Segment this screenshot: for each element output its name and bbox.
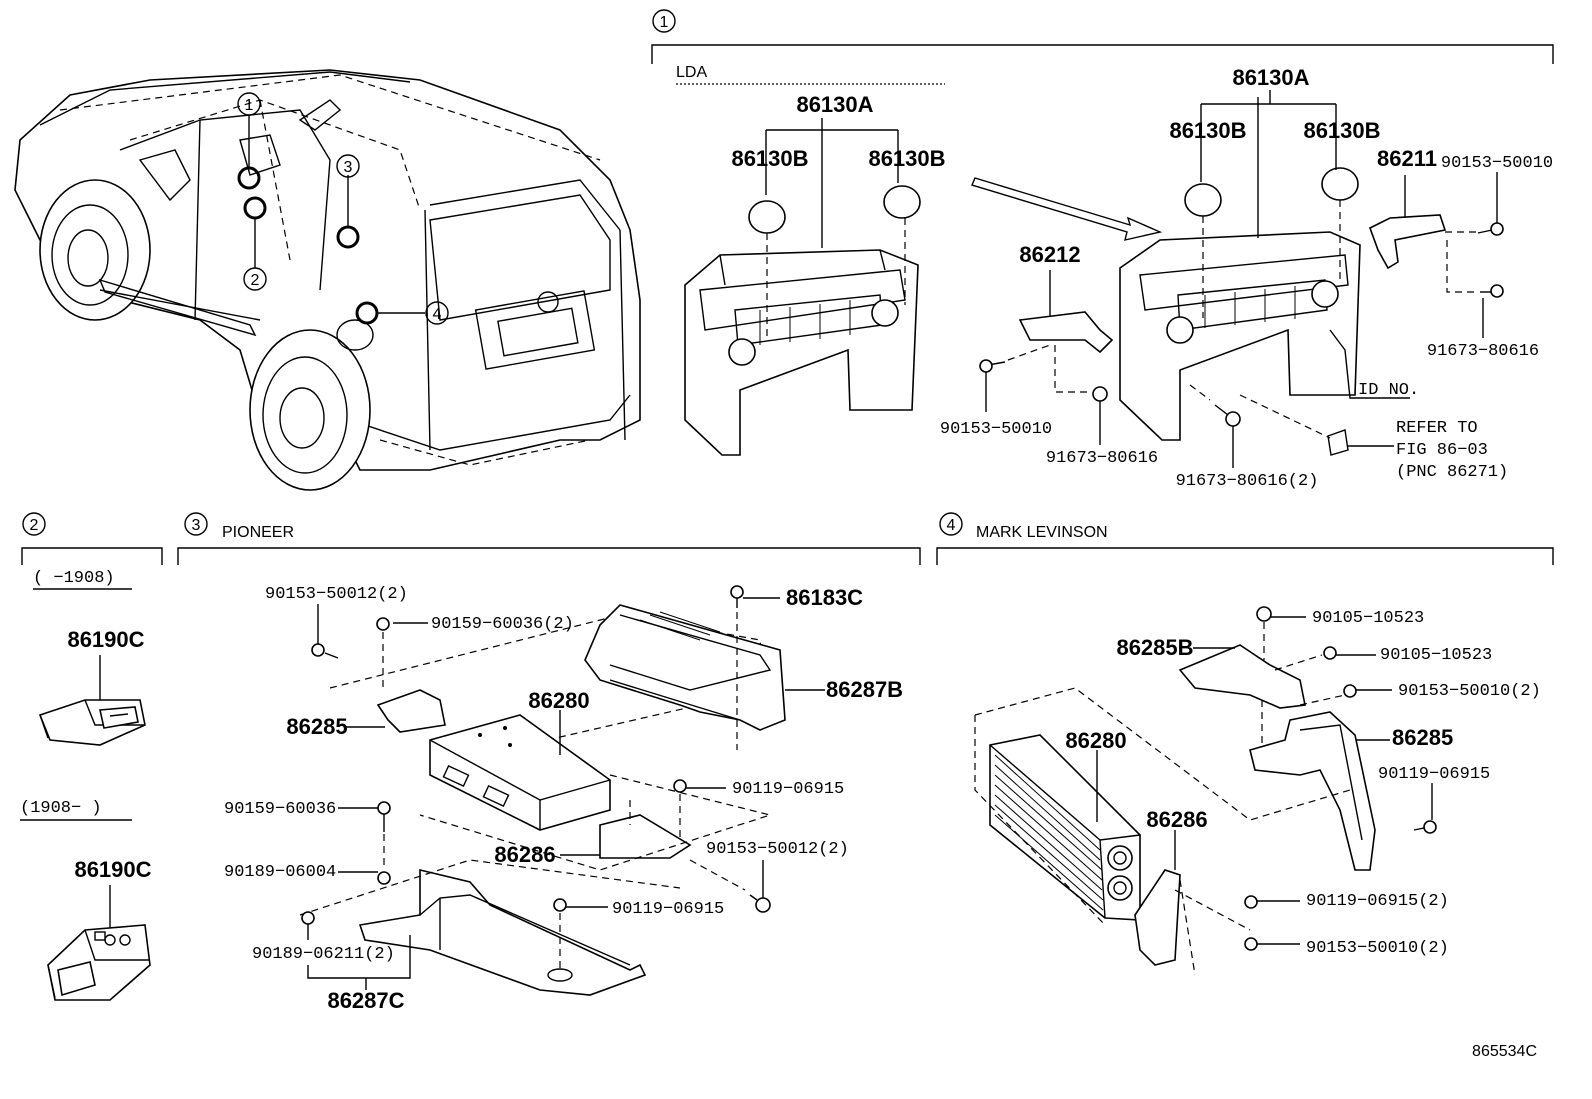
- label-s4-90153-50010-2b: 90153−50010(2): [1306, 939, 1449, 958]
- label-s1-90153-50010-b: 90153−50010: [940, 420, 1052, 439]
- label-s4-90119-06915: 90119−06915: [1378, 765, 1490, 784]
- label-s1-91673-80616-2: 91673−80616(2): [1176, 472, 1319, 491]
- label-s1-left-86130B-a: 86130B: [731, 146, 808, 171]
- section-1-sub: LDA: [676, 64, 707, 81]
- callout-circle-1[interactable]: [237, 92, 261, 116]
- amplifier-86280-pioneer: [429, 714, 611, 831]
- label-s2-86190C-b: 86190C: [74, 857, 151, 882]
- label-s3-90159-60036-2: 90159−60036(2): [431, 615, 574, 634]
- head-unit-lda: [684, 130, 921, 456]
- section-2-range-a: ( −1908): [33, 569, 115, 588]
- vehicle-illustration: [14, 69, 641, 491]
- tray-86287C: [358, 868, 647, 996]
- switch-86190C-early: [38, 699, 146, 746]
- section-4-number: 4: [947, 517, 956, 534]
- callout-4: 4: [433, 306, 442, 323]
- callout-circle-3[interactable]: [336, 154, 360, 178]
- section-4: 4 MARK LEVINSON 90105−10523 86285B 90105…: [936, 512, 1554, 976]
- label-s1-91673-80616-b: 91673−80616: [1046, 449, 1158, 468]
- label-s1-refer-2: FIG 86−03: [1396, 441, 1488, 460]
- section-2: 2 ( −1908) 86190C (1908− ) 86190C: [20, 512, 163, 1001]
- label-s1-left-86130A: 86130A: [796, 92, 873, 117]
- label-s3-86287B: 86287B: [826, 677, 903, 702]
- section-1: 1 LDA 86130A 86130B 86130B: [651, 9, 1554, 491]
- amplifier-86280-mark-levinson: [989, 734, 1141, 921]
- label-s4-86285B: 86285B: [1116, 635, 1193, 660]
- section-4-title: MARK LEVINSON: [976, 524, 1108, 541]
- label-s1-91673-80616-a: 91673−80616: [1427, 342, 1539, 361]
- label-s1-id-no: ID NO.: [1358, 381, 1419, 400]
- label-s1-right-86130B-a: 86130B: [1169, 118, 1246, 143]
- label-s3-86183C: 86183C: [786, 585, 863, 610]
- label-s4-86286: 86286: [1146, 807, 1207, 832]
- label-s3-90189-06211-2: 90189−06211(2): [252, 945, 395, 964]
- label-s3-86280: 86280: [528, 688, 589, 713]
- label-s1-right-86130A: 86130A: [1232, 65, 1309, 90]
- section-1-marker: [652, 9, 676, 33]
- label-s1-86212: 86212: [1019, 242, 1080, 267]
- vehicle-callouts: 1 2 3 4: [237, 92, 449, 325]
- label-s3-86287C: 86287C: [327, 988, 404, 1013]
- label-s3-86286: 86286: [494, 842, 555, 867]
- label-s4-90119-06915-2: 90119−06915(2): [1306, 892, 1449, 911]
- label-s3-90189-06004: 90189−06004: [224, 863, 336, 882]
- label-s4-90105-10523-b: 90105−10523: [1380, 646, 1492, 665]
- section-2-range-b: (1908− ): [20, 799, 102, 818]
- label-s1-left-86130B-b: 86130B: [868, 146, 945, 171]
- head-unit-standard: [1119, 97, 1361, 441]
- label-s4-86280: 86280: [1065, 728, 1126, 753]
- label-s1-90153-50010-a: 90153−50010: [1441, 154, 1553, 173]
- label-s1-refer-1: REFER TO: [1396, 419, 1478, 438]
- section-4-marker: [939, 512, 963, 536]
- label-s1-refer-3: (PNC 86271): [1396, 463, 1508, 482]
- label-s3-90159-60036: 90159−60036: [224, 800, 336, 819]
- section-3-marker: [184, 512, 208, 536]
- callout-circle-2[interactable]: [243, 267, 267, 291]
- label-s3-90153-50012-2a: 90153−50012(2): [265, 585, 408, 604]
- section-1-number: 1: [660, 14, 669, 31]
- callout-circle-4[interactable]: [425, 301, 449, 325]
- label-s3-90153-50012-2b: 90153−50012(2): [706, 840, 849, 859]
- section-2-number: 2: [30, 517, 39, 534]
- label-s3-86285: 86285: [286, 714, 347, 739]
- label-s4-90105-10523-a: 90105−10523: [1312, 609, 1424, 628]
- label-s1-86211: 86211: [1377, 146, 1437, 171]
- label-s1-right-86130B-b: 86130B: [1303, 118, 1380, 143]
- label-s4-86285: 86285: [1392, 725, 1453, 750]
- label-s4-90153-50010-2a: 90153−50010(2): [1398, 682, 1541, 701]
- section-3: 3 PIONEER 90153−50012(2) 90159−60036(2) …: [177, 512, 921, 1013]
- section-3-title: PIONEER: [222, 524, 294, 541]
- figure-id: 865534C: [1472, 1043, 1537, 1060]
- label-s3-90119-06915-b: 90119−06915: [612, 900, 724, 919]
- section-2-marker: [22, 512, 46, 536]
- callout-2: 2: [251, 272, 260, 289]
- callout-3: 3: [344, 159, 353, 176]
- label-s2-86190C-a: 86190C: [67, 627, 144, 652]
- section-3-number: 3: [192, 517, 201, 534]
- cover-86287B: [584, 604, 786, 731]
- label-s3-90119-06915-a: 90119−06915: [732, 780, 844, 799]
- switch-86190C-late: [47, 924, 151, 1001]
- callout-1: 1: [245, 97, 254, 114]
